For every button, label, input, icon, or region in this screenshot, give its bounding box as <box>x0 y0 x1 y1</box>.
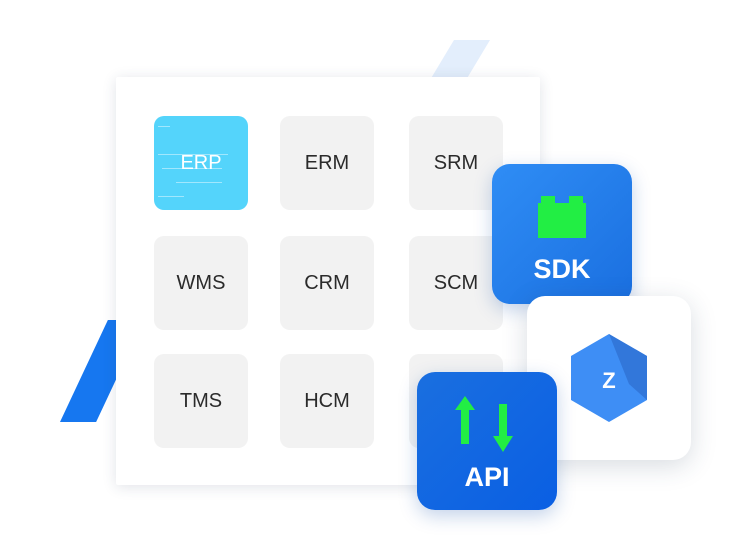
code-decoration <box>158 196 184 197</box>
tile-erp[interactable]: ERP <box>154 116 248 210</box>
tile-scm[interactable]: SCM <box>409 236 503 330</box>
tile-label: ERP <box>180 151 222 174</box>
tile-wms[interactable]: WMS <box>154 236 248 330</box>
logo-letter: Z <box>602 368 615 393</box>
tile-label: WMS <box>176 271 226 294</box>
tile-erm[interactable]: ERM <box>280 116 374 210</box>
tile-label: SCM <box>433 271 479 294</box>
up-down-arrows-icon <box>455 396 513 452</box>
tile-tms[interactable]: TMS <box>154 354 248 448</box>
tile-crm[interactable]: CRM <box>280 236 374 330</box>
decorative-slash-top <box>430 40 490 80</box>
hexagon-z-logo: Z <box>571 334 647 422</box>
tile-label: SRM <box>433 151 479 174</box>
code-decoration <box>176 182 222 183</box>
tile-label: HCM <box>304 389 350 412</box>
code-decoration <box>158 126 170 127</box>
lego-block-icon <box>538 196 586 238</box>
system-grid-panel: ERP ERM SRM WMS CRM SCM TMS HCM <box>116 77 540 485</box>
api-label: API <box>464 462 510 492</box>
product-logo-card[interactable]: Z <box>527 296 691 460</box>
tile-hcm[interactable]: HCM <box>280 354 374 448</box>
sdk-card[interactable]: SDK <box>492 164 632 304</box>
code-decoration <box>162 168 222 169</box>
sdk-label: SDK <box>533 254 591 284</box>
tile-label: CRM <box>304 271 350 294</box>
api-card[interactable]: API <box>417 372 557 510</box>
tile-srm[interactable]: SRM <box>409 116 503 210</box>
tile-label: ERM <box>304 151 350 174</box>
tile-label: TMS <box>179 389 223 412</box>
code-decoration <box>158 154 228 155</box>
